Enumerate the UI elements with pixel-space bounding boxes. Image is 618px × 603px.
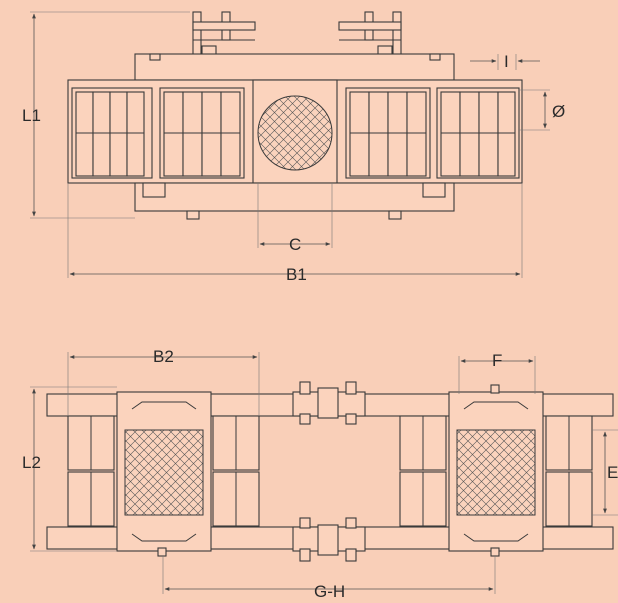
roller-group-4: [436, 87, 520, 179]
dimension-b2: [67, 352, 260, 416]
dimension-f: [458, 356, 536, 394]
top-view: [30, 11, 550, 278]
center-connector-bottom: [292, 517, 366, 562]
dimension-l2: [30, 386, 117, 552]
label-b2: B2: [153, 347, 174, 366]
bottom-view: [30, 352, 618, 594]
label-diameter: Ø: [552, 102, 565, 121]
label-c: C: [289, 235, 301, 254]
dimension-e: [592, 429, 618, 516]
dimension-diameter: [519, 89, 550, 131]
label-b1: B1: [286, 265, 307, 284]
handle-bracket-right: [338, 11, 402, 59]
dimension-i: [470, 54, 540, 70]
handle-bracket-left: [192, 11, 256, 59]
dimension-b1: [67, 183, 523, 278]
roller-group-3: [345, 87, 431, 179]
label-i: I: [504, 52, 509, 71]
bottom-frame-bar: [134, 182, 455, 212]
label-gh: G-H: [314, 582, 345, 601]
roller-group-2: [159, 87, 245, 179]
top-frame-bar: [134, 53, 455, 81]
skate-unit-left: [67, 391, 260, 557]
label-e: E: [607, 463, 618, 482]
label-l2: L2: [22, 453, 41, 472]
skate-unit-right: [399, 384, 593, 557]
label-f: F: [492, 351, 502, 370]
center-connector-top: [292, 381, 366, 425]
dimension-l1: [30, 11, 190, 219]
dimension-gh: [162, 556, 496, 594]
turntable: [257, 95, 333, 171]
dimension-c: [257, 183, 333, 248]
label-l1: L1: [22, 106, 41, 125]
roller-group-1: [71, 87, 153, 179]
